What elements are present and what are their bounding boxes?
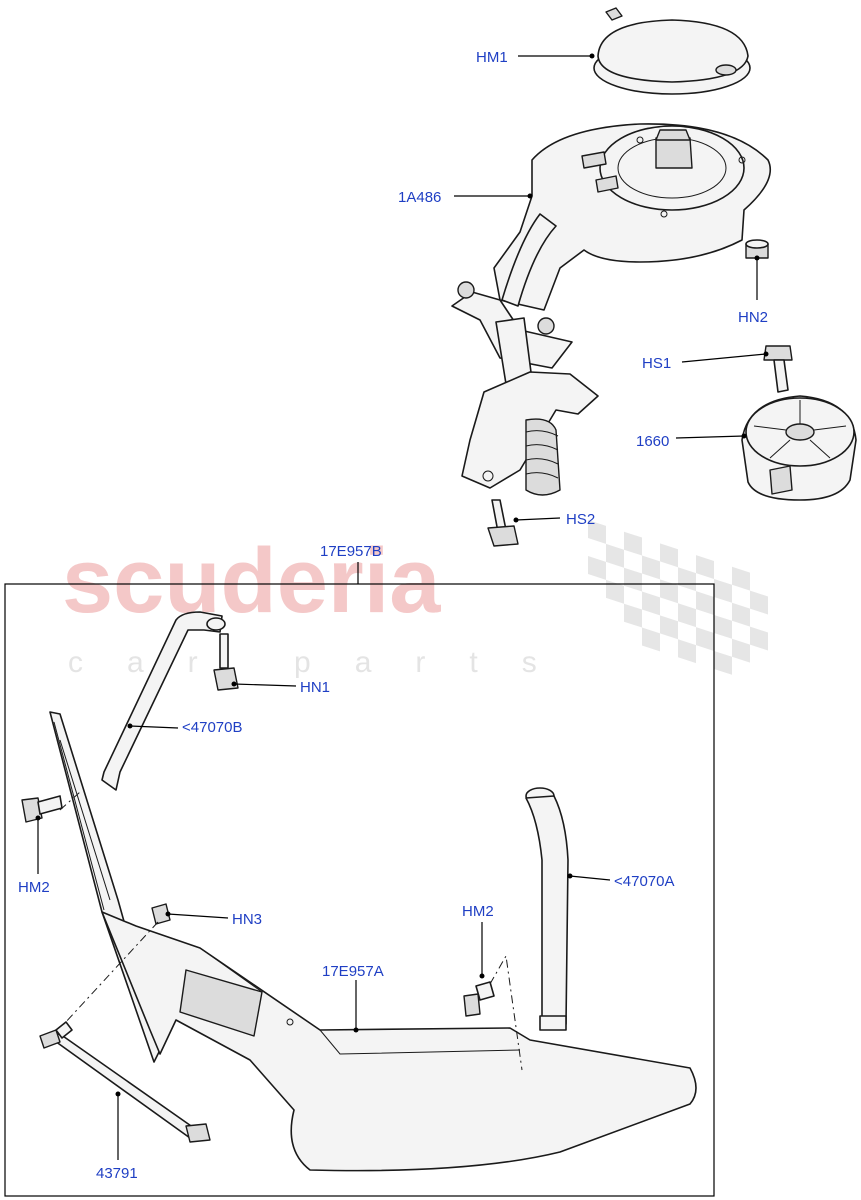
- part-hn2-nut: [745, 239, 769, 259]
- part-47070b-rod: [101, 611, 226, 791]
- kit-17e957b-frame: [4, 583, 715, 1197]
- part-47070a-rod: [525, 787, 569, 1031]
- part-labels: HM1 1A486 HN2 HS1 1660 HS2 17E957B HN1 <…: [18, 49, 768, 1182]
- label-1660: 1660: [636, 433, 669, 450]
- part-hs1-bolt: [763, 345, 793, 393]
- part-1a486-carrier: [451, 123, 772, 496]
- label-47070b: <47070B: [182, 719, 242, 736]
- part-hm2-right-clip: [463, 981, 495, 1017]
- part-43791-rod: [39, 1021, 211, 1143]
- label-1a486: 1A486: [398, 189, 441, 206]
- label-hm2-left: HM2: [18, 879, 50, 896]
- watermark: scuderia car parts: [62, 520, 768, 679]
- part-hm2-left-clip: [21, 795, 63, 823]
- leader-lines: [35, 53, 769, 1160]
- label-47070a: <47070A: [614, 873, 674, 890]
- label-hs1: HS1: [642, 355, 671, 372]
- part-17e957a-panel: [101, 911, 697, 1172]
- label-17e957a: 17E957A: [322, 963, 384, 980]
- part-hm1-cap: [593, 7, 751, 95]
- watermark-brand: scuderia: [62, 530, 441, 632]
- label-hn3: HN3: [232, 911, 262, 928]
- label-43791: 43791: [96, 1165, 138, 1182]
- part-1660-spacer: [741, 395, 857, 501]
- label-17e957b: 17E957B: [320, 543, 382, 560]
- label-hn1: HN1: [300, 679, 330, 696]
- assembly-lines: [59, 791, 523, 1071]
- label-hm2-right: HM2: [462, 903, 494, 920]
- label-hm1: HM1: [476, 49, 508, 66]
- label-hs2: HS2: [566, 511, 595, 528]
- label-hn2: HN2: [738, 309, 768, 326]
- part-hn3-nut: [151, 903, 171, 925]
- part-hs2-bolt: [487, 499, 519, 547]
- watermark-tagline: car parts: [68, 646, 581, 679]
- watermark-checker-flag: [588, 520, 768, 675]
